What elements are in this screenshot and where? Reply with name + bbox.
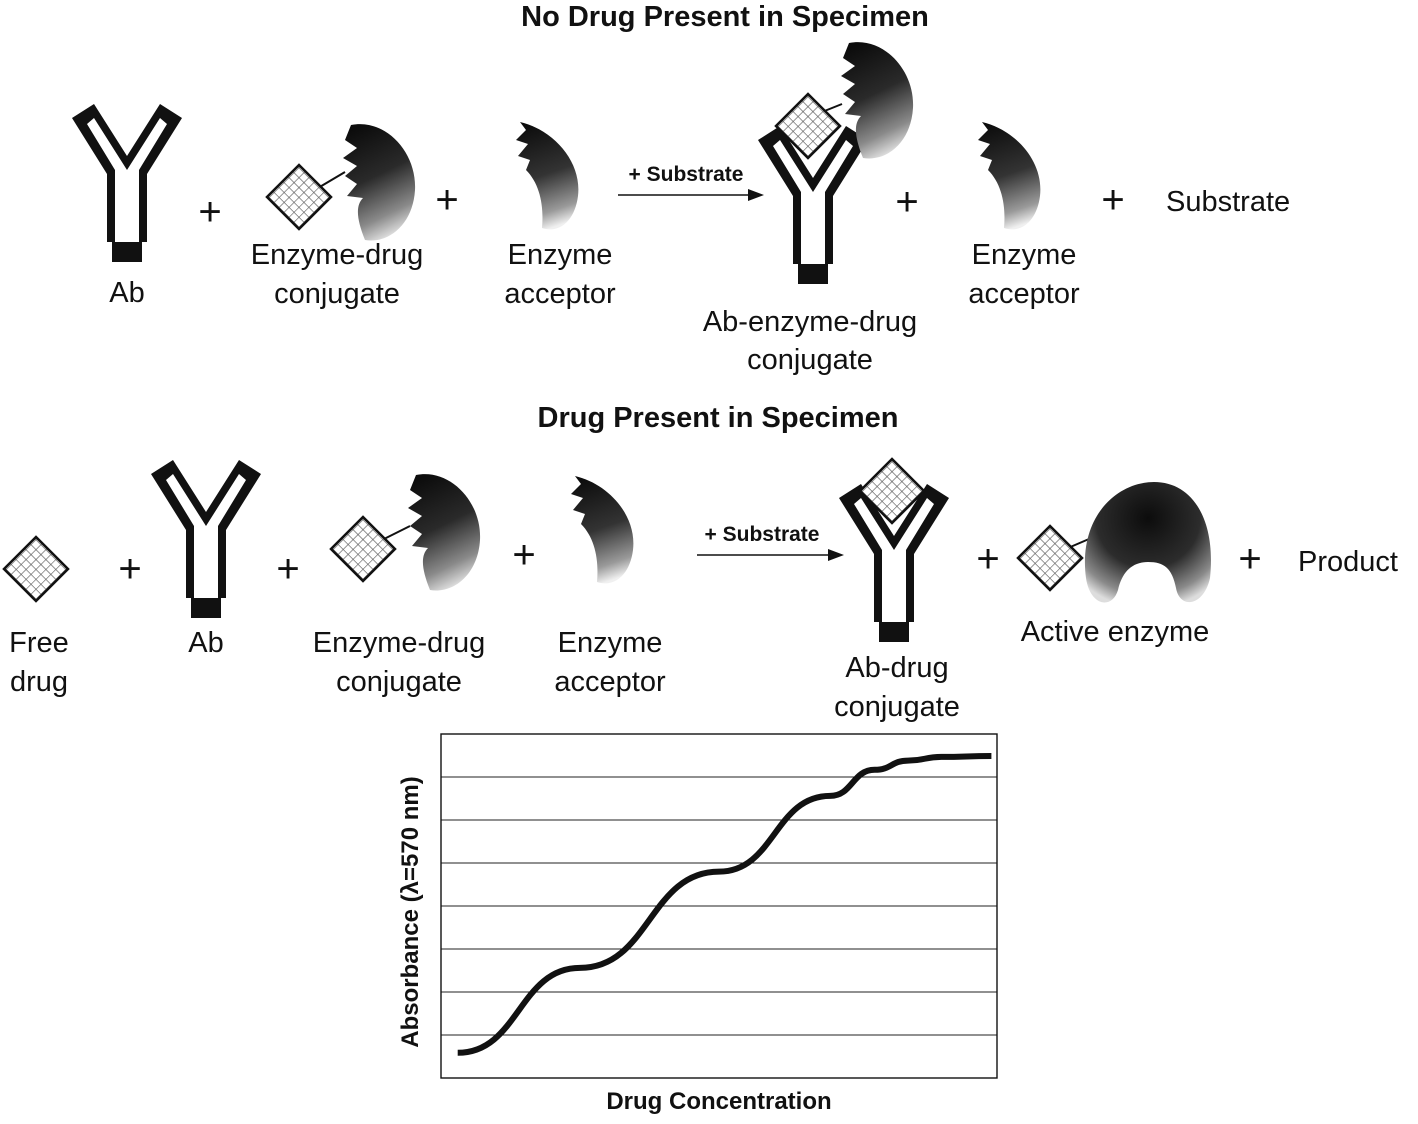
conjugate-label: conjugate — [274, 278, 400, 310]
conjugate-label: conjugate — [834, 691, 960, 723]
chart-plot-area — [440, 733, 998, 1079]
x-axis-label: Drug Concentration — [606, 1088, 831, 1115]
ab-drug-complex-icon — [839, 457, 949, 642]
plus-sign: + — [198, 190, 221, 234]
enzyme-label: Enzyme — [508, 239, 613, 271]
ab-enzyme-drug-complex-icon — [758, 42, 914, 284]
plus-sign: + — [1101, 178, 1124, 222]
enzyme-label: Enzyme — [558, 627, 663, 659]
plus-sign: + — [512, 533, 535, 577]
enzyme-drug-conjugate-icon — [265, 124, 416, 241]
acceptor-label: acceptor — [504, 278, 616, 310]
ab-drug-label: Ab-drug — [845, 652, 948, 684]
arrow-label: + Substrate — [705, 523, 820, 546]
plus-sign: + — [118, 547, 141, 591]
chart-gridlines — [441, 776, 997, 1036]
y-axis-label: Absorbance (λ=570 nm) — [397, 776, 424, 1047]
section2-title: Drug Present in Specimen — [538, 402, 899, 434]
free-drug-icon — [2, 535, 70, 603]
reaction-arrow — [697, 549, 844, 561]
plus-sign: + — [435, 178, 458, 222]
antibody-icon — [151, 460, 261, 618]
reaction-arrow — [618, 189, 764, 201]
acceptor-label: acceptor — [968, 278, 1080, 310]
product-label: Product — [1298, 546, 1398, 578]
enzyme-acceptor-icon — [978, 122, 1041, 230]
ab-label: Ab — [109, 277, 144, 309]
active-enzyme-label: Active enzyme — [1021, 616, 1210, 648]
plus-sign: + — [976, 537, 999, 581]
enzyme-drug-conjugate-icon — [329, 474, 481, 591]
enzyme-drug-label: Enzyme-drug — [313, 627, 485, 659]
ab-label: Ab — [188, 627, 223, 659]
plus-sign: + — [1238, 537, 1261, 581]
enzyme-label: Enzyme — [972, 239, 1077, 271]
antibody-icon — [72, 104, 182, 262]
conjugate-label: conjugate — [747, 344, 873, 376]
ab-enzyme-drug-label: Ab-enzyme-drug — [703, 306, 917, 338]
enzyme-acceptor-icon — [571, 476, 634, 584]
free-label: Free — [9, 627, 69, 659]
active-enzyme-icon — [1016, 482, 1211, 603]
enzyme-drug-label: Enzyme-drug — [251, 239, 423, 271]
plus-sign: + — [895, 180, 918, 224]
substrate-label: Substrate — [1166, 186, 1290, 218]
conjugate-label: conjugate — [336, 666, 462, 698]
enzyme-acceptor-icon — [516, 122, 579, 230]
absorbance-curve — [457, 753, 992, 1056]
acceptor-label: acceptor — [554, 666, 666, 698]
section1-title: No Drug Present in Specimen — [521, 1, 929, 33]
arrow-label: + Substrate — [629, 163, 744, 186]
plus-sign: + — [276, 547, 299, 591]
drug-label: drug — [10, 666, 68, 698]
absorbance-chart: Drug Concentration Absorbance (λ=570 nm) — [397, 733, 998, 1115]
